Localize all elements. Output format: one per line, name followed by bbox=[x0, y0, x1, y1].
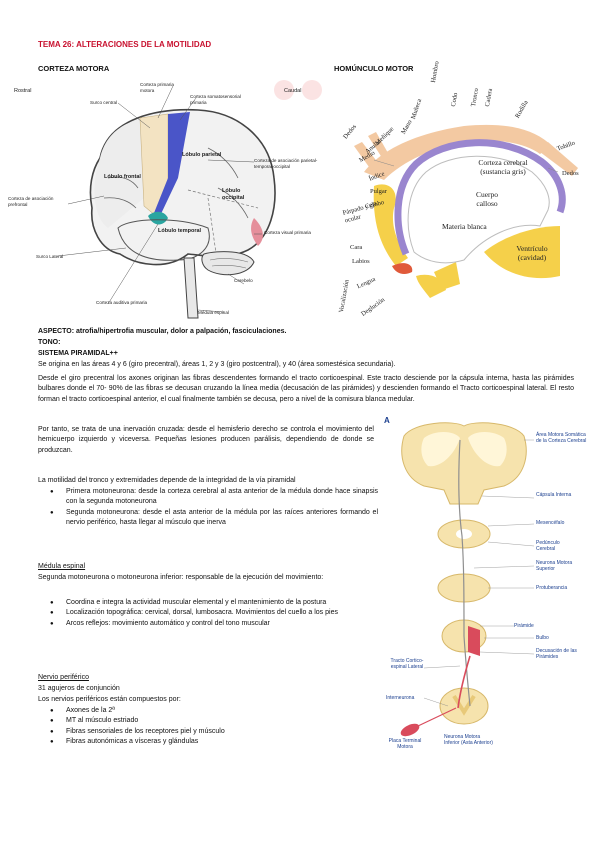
label-placa: Placa Terminal Motora bbox=[388, 738, 422, 750]
homunculo-heading: HOMÚNCULO MOTOR bbox=[334, 64, 414, 73]
label-asociacion-prefrontal: Corteza de asociación prefrontal bbox=[8, 196, 54, 207]
bullet-mt: MT al músculo estriado bbox=[50, 716, 378, 727]
bullet-segunda-motoneurona: Segunda motoneurona: desde el asta anter… bbox=[50, 508, 378, 529]
bullet-axones: Axones de la 2ª bbox=[50, 706, 378, 717]
nervio-heading: Nervio periférico bbox=[38, 674, 89, 681]
bullet-fibras-sensoriales: Fibras sensoriales de los receptores pie… bbox=[50, 727, 378, 738]
label-protuberancia: Protuberancia bbox=[536, 585, 568, 591]
label-capsula: Cápsula Interna bbox=[536, 492, 572, 498]
label-surco-lateral: Surco Lateral bbox=[36, 254, 64, 259]
label-pedunculo: Pedúnculo Cerebral bbox=[536, 540, 560, 552]
label-cara: Cara bbox=[350, 244, 363, 251]
sistema-piramidal: SISTEMA PIRAMIDAL++ bbox=[38, 350, 118, 357]
brain-figure: Rostral Caudal Surco central Corteza pri… bbox=[8, 78, 330, 322]
label-area-motora: Área Motora Somática de la Corteza Cereb… bbox=[536, 432, 587, 444]
label-cerebelo: Cerebelo bbox=[234, 278, 253, 283]
label-surco-central: Surco central bbox=[90, 100, 118, 105]
pyramidal-pathway-illustration bbox=[400, 422, 535, 737]
label-rostral: Rostral bbox=[14, 88, 32, 94]
paragraph-tracto: Desde el giro precentral los axones orig… bbox=[38, 375, 574, 403]
homunculus-figure: Hombro Codo Tronco Cadera Rodilla Muñeca… bbox=[334, 61, 592, 318]
bullet-arcos: Arcos reflejos: movimiento automático y … bbox=[50, 619, 376, 630]
label-corteza-cerebral: Corteza cerebral (sustancia gris) bbox=[478, 158, 528, 176]
label-auditiva: Corteza auditiva primaria bbox=[96, 300, 148, 305]
paragraph-motilidad: La motilidad del tronco y extremidades d… bbox=[38, 477, 296, 484]
label-lobulo-frontal: Lóbulo frontal bbox=[104, 174, 141, 180]
label-visual: Corteza visual primaria bbox=[264, 230, 311, 235]
medula-heading: Médula espinal bbox=[38, 563, 86, 570]
label-cuerpo-calloso: Cuerpo calloso bbox=[475, 190, 499, 208]
label-primaria-motora: Corteza primaria motora bbox=[140, 82, 174, 93]
pyramidal-pathway-figure: A Área Motora Somática de la Corteza Cer… bbox=[384, 416, 590, 756]
label-labios: Labios bbox=[352, 258, 370, 265]
paragraph-cruzada: Por tanto, se trata de una inervación cr… bbox=[38, 426, 374, 454]
figure-letter: A bbox=[384, 416, 390, 425]
brain-illustration bbox=[57, 80, 322, 319]
label-decusacion: Decusación de las Pirámides bbox=[536, 648, 577, 660]
label-lobulo-parietal: Lóbulo parietal bbox=[182, 152, 222, 158]
label-ventriculo: Ventrículo (cavidad) bbox=[516, 244, 548, 262]
medula-list: Coordina e integra la actividad muscular… bbox=[38, 598, 376, 630]
nervio-list: Axones de la 2ª MT al músculo estriado F… bbox=[38, 706, 378, 748]
label-medula: Médula espinal bbox=[198, 310, 229, 315]
label-lobulo-occipital: Lóbulo occipital bbox=[222, 188, 245, 201]
label-asociacion-pto: Corteza de asociación parietal-temporal-… bbox=[254, 158, 318, 169]
motoneurona-list: Primera motoneurona: desde la corteza ce… bbox=[38, 487, 378, 529]
label-piramide: Pirámide bbox=[514, 623, 534, 629]
nervio-compuestos: Los nervios periféricos están compuestos… bbox=[38, 696, 181, 703]
label-tracto-lateral: Tracto Cortico-espinal Lateral bbox=[390, 658, 424, 670]
label-interneurona: Interneurona bbox=[386, 695, 415, 701]
medula-paragraph: Segunda motoneurona o motoneurona inferi… bbox=[38, 574, 324, 581]
label-neurona-superior: Neurona Motora Superior bbox=[536, 560, 573, 572]
bullet-fibras-autonomicas: Fibras autonómicas a vísceras y glándula… bbox=[50, 737, 378, 748]
label-bulbo: Bulbo bbox=[536, 635, 549, 641]
paragraph-origen: Se origina en las áreas 4 y 6 (giro prec… bbox=[38, 361, 396, 368]
page-title: TEMA 26: ALTERACIONES DE LA MOTILIDAD bbox=[38, 40, 212, 49]
corteza-heading: CORTEZA MOTORA bbox=[38, 64, 110, 73]
label-lobulo-temporal: Lóbulo temporal bbox=[158, 228, 202, 234]
bullet-primera-motoneurona: Primera motoneurona: desde la corteza ce… bbox=[50, 487, 378, 508]
label-dedos-pie: Dedos bbox=[562, 170, 579, 177]
nervio-agujeros: 31 agujeros de conjunción bbox=[38, 685, 120, 692]
label-pulgar: Pulgar bbox=[370, 188, 387, 195]
label-materia-blanca: Materia blanca bbox=[442, 222, 487, 231]
label-somatosensorial: Corteza somatosensorial primaria bbox=[190, 94, 241, 105]
label-neurona-inferior: Neurona Motora Inferior (Asta Anterior) bbox=[444, 734, 493, 746]
bullet-coordina: Coordina e integra la actividad muscular… bbox=[50, 598, 376, 609]
label-caudal: Caudal bbox=[284, 88, 302, 94]
aspecto-line: ASPECTO: atrofia/hipertrofia muscular, d… bbox=[38, 328, 287, 335]
label-mesencefalo: Mesencéfalo bbox=[536, 520, 565, 526]
tono-line: TONO: bbox=[38, 339, 61, 346]
bullet-localizacion: Localización topográfica: cervical, dors… bbox=[50, 608, 376, 619]
homunculus-illustration bbox=[354, 124, 578, 298]
